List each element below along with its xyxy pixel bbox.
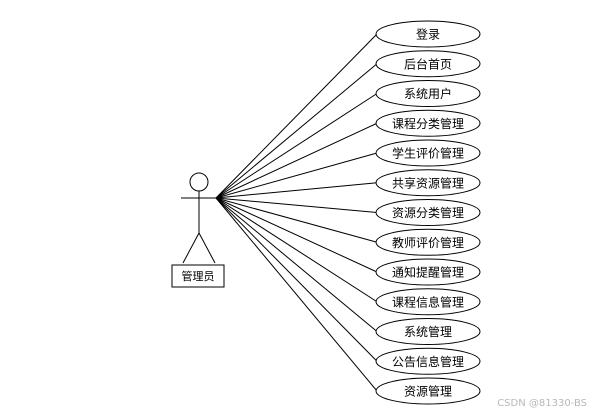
use-case-label: 教师评价管理 <box>392 235 464 250</box>
use-case-label: 系统管理 <box>404 324 452 339</box>
actor-administrator: 管理员 <box>171 172 225 288</box>
watermark: CSDN @81330-BS <box>497 398 587 409</box>
use-case: 课程信息管理 <box>375 288 481 316</box>
use-case-ellipse <box>375 347 481 375</box>
use-case-ellipse <box>375 318 481 345</box>
use-case-ellipse <box>375 377 481 405</box>
association-line <box>215 197 378 362</box>
association-line <box>215 122 378 199</box>
use-case-ellipse <box>375 258 481 286</box>
use-case-ellipse <box>375 50 481 78</box>
use-case-label: 资源分类管理 <box>392 205 464 220</box>
use-case: 资源分类管理 <box>375 199 481 226</box>
use-case-label: 课程分类管理 <box>392 116 464 131</box>
use-case-ellipse <box>375 20 481 48</box>
association-line <box>215 63 378 199</box>
association-line <box>215 197 378 332</box>
association-line <box>215 182 378 199</box>
use-case: 后台首页 <box>375 50 481 78</box>
use-case-label: 后台首页 <box>404 56 452 71</box>
use-case-label: 公告信息管理 <box>392 354 464 369</box>
actor-head <box>189 172 209 192</box>
association-line <box>215 197 378 303</box>
use-case: 资源管理 <box>375 377 481 405</box>
actor-left-leg <box>182 232 200 264</box>
use-case: 教师评价管理 <box>375 228 481 256</box>
use-case-label: 资源管理 <box>404 384 452 399</box>
association-line <box>215 197 378 273</box>
use-case: 共享资源管理 <box>375 169 481 197</box>
use-case: 学生评价管理 <box>375 139 481 167</box>
use-case-ellipse <box>375 228 481 256</box>
use-case: 系统用户 <box>375 80 481 107</box>
use-case-ellipse <box>375 80 481 107</box>
use-case-label: 共享资源管理 <box>392 175 464 190</box>
use-case-label: 通知提醒管理 <box>392 265 464 280</box>
use-case: 通知提醒管理 <box>375 258 481 286</box>
association-line <box>215 197 378 213</box>
use-case-ellipse <box>375 199 481 226</box>
use-case-label: 系统用户 <box>404 86 452 101</box>
use-case: 登录 <box>375 20 481 48</box>
association-line <box>215 93 378 199</box>
use-case-ellipse <box>375 109 481 137</box>
use-case-ellipse <box>375 139 481 167</box>
use-case-ellipse <box>375 288 481 316</box>
use-case: 公告信息管理 <box>375 347 481 375</box>
association-line <box>215 152 378 199</box>
use-case-list: 登录后台首页系统用户课程分类管理学生评价管理共享资源管理资源分类管理教师评价管理… <box>375 20 481 405</box>
use-case-label: 学生评价管理 <box>392 146 464 161</box>
use-case: 课程分类管理 <box>375 109 481 137</box>
actor-label: 管理员 <box>182 269 215 283</box>
association-line <box>215 197 378 392</box>
use-case-label: 课程信息管理 <box>392 294 464 309</box>
actor-right-leg <box>198 232 216 264</box>
association-line <box>215 197 378 243</box>
association-lines <box>215 33 378 392</box>
use-case-label: 登录 <box>416 27 440 42</box>
use-case-ellipse <box>375 169 481 197</box>
association-line <box>215 33 378 199</box>
actor-label-box <box>171 264 225 288</box>
use-case: 系统管理 <box>375 318 481 345</box>
